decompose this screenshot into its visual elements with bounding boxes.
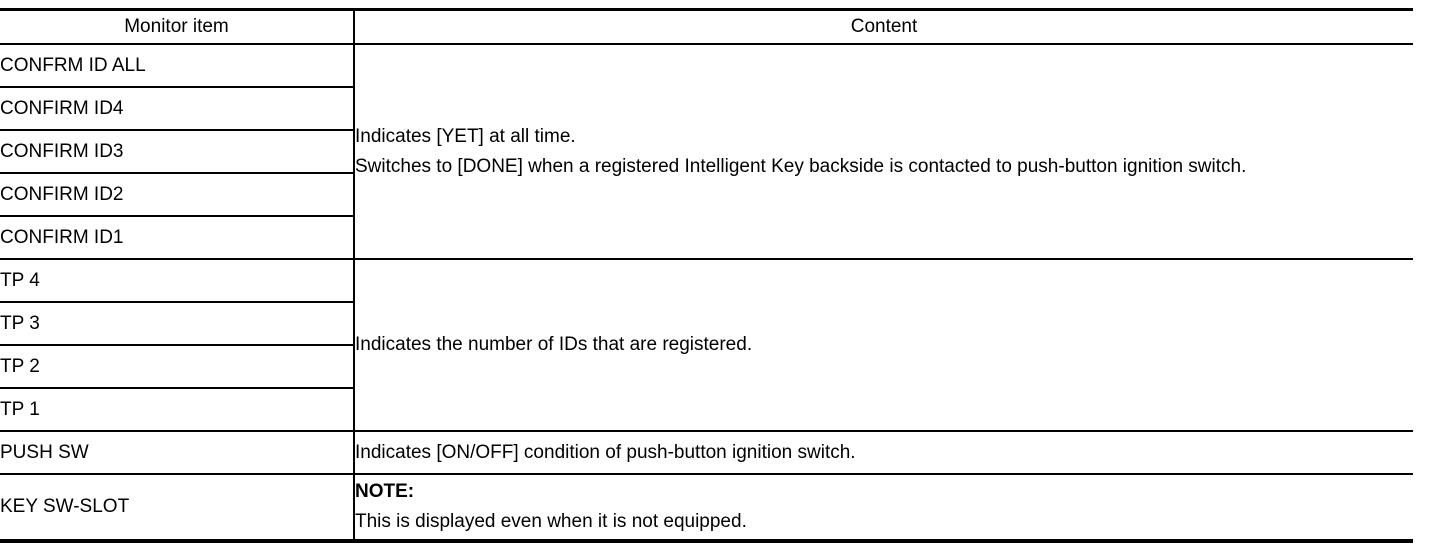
monitor-item-confrm-id-all: CONFRM ID ALL [0, 44, 355, 88]
table-row: CONFIRM ID1 [0, 216, 1413, 260]
table-row: PUSH SW Indicates [ON/OFF] condition of … [0, 431, 1413, 475]
monitor-item-confirm-id1: CONFIRM ID1 [0, 216, 355, 260]
content-text: Indicates the number of IDs that are reg… [355, 334, 753, 355]
monitor-item-key-sw-slot: KEY SW-SLOT [0, 474, 355, 542]
content-cell-tp-group: Indicates the number of IDs that are reg… [354, 259, 1413, 432]
monitor-item-tp2: TP 2 [0, 345, 355, 389]
note-text: This is displayed even when it is not eq… [355, 511, 747, 532]
content-cell-push-sw: Indicates [ON/OFF] condition of push-but… [354, 431, 1413, 475]
table-row: TP 3 [0, 302, 1413, 346]
table-row: CONFIRM ID2 [0, 173, 1413, 217]
content-cell-key-sw-slot: NOTE: This is displayed even when it is … [354, 474, 1413, 542]
monitor-item-tp4: TP 4 [0, 259, 355, 303]
monitor-item-confirm-id2: CONFIRM ID2 [0, 173, 355, 217]
monitor-item-tp1: TP 1 [0, 388, 355, 432]
table-row: TP 1 [0, 388, 1413, 432]
note-label: NOTE: [355, 481, 415, 502]
monitor-item-confirm-id3: CONFIRM ID3 [0, 130, 355, 174]
document-page: Monitor item Content CONFRM ID ALL Indic… [0, 8, 1413, 543]
table-row: TP 2 [0, 345, 1413, 389]
table-row: CONFRM ID ALL Indicates [YET] at all tim… [0, 44, 1413, 260]
table-row: CONFIRM ID3 [0, 130, 1413, 174]
content-cell-confirm-group: Indicates [YET] at all time. Switches to… [354, 44, 1413, 260]
column-header-monitor-item: Monitor item [0, 9, 355, 45]
monitor-item-push-sw: PUSH SW [0, 431, 355, 475]
monitor-item-confirm-id4: CONFIRM ID4 [0, 87, 355, 131]
content-text: Indicates [YET] at all time. Switches to… [355, 125, 1247, 177]
table-row: KEY SW-SLOT NOTE: This is displayed even… [0, 474, 1413, 542]
column-header-content: Content [354, 9, 1413, 45]
content-text: Indicates [ON/OFF] condition of push-but… [355, 441, 856, 463]
monitor-item-table: Monitor item Content CONFRM ID ALL Indic… [0, 8, 1413, 543]
table-row: TP 4 Indicates the number of IDs that ar… [0, 259, 1413, 432]
table-header-row: Monitor item Content [0, 9, 1413, 45]
table-row: CONFIRM ID4 [0, 87, 1413, 131]
monitor-item-tp3: TP 3 [0, 302, 355, 346]
